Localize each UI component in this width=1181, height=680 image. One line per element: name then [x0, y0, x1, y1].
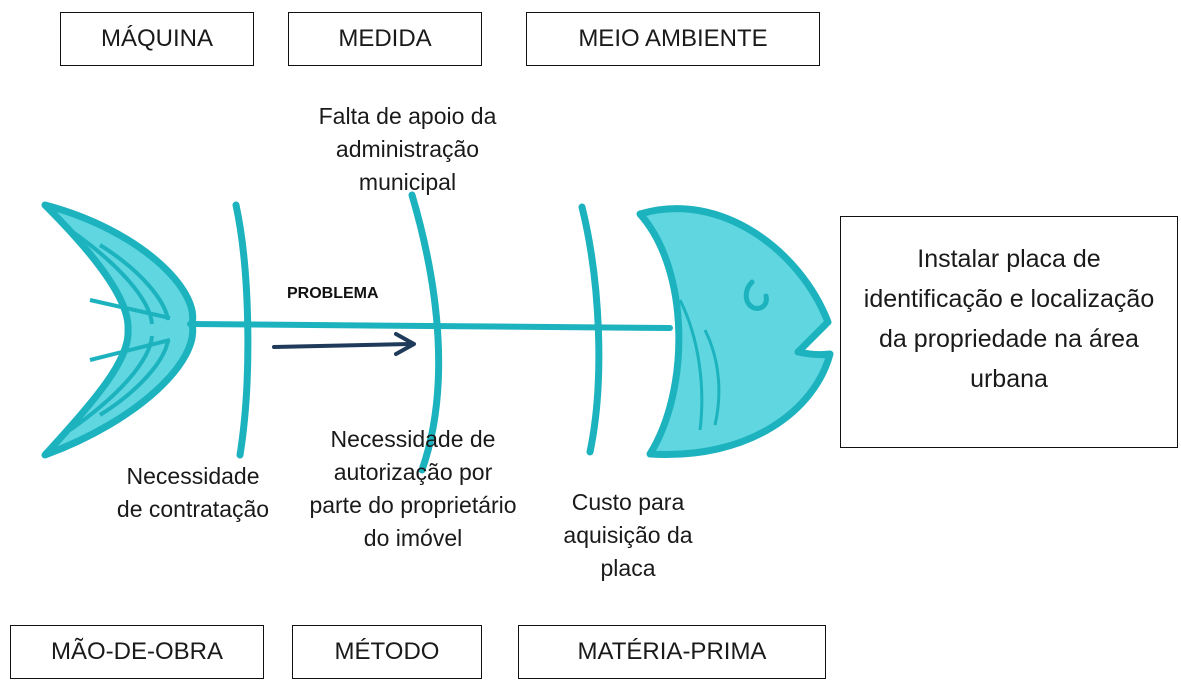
fish-rib [408, 191, 443, 474]
fish-rib [232, 201, 252, 459]
fish-head [636, 205, 834, 458]
fish-tail-line [98, 339, 170, 417]
category-maquina: MÁQUINA [60, 12, 254, 66]
category-meio-ambiente: MEIO AMBIENTE [526, 12, 820, 66]
category-metodo: MÉTODO [292, 625, 482, 679]
category-mao-de-obra: MÃO-DE-OBRA [10, 625, 264, 679]
fish-tail [41, 201, 197, 459]
category-medida: MEDIDA [288, 12, 482, 66]
category-materia-prima: MATÉRIA-PRIMA [518, 625, 826, 679]
problem-label: PROBLEMA [287, 285, 379, 302]
category-maquina-label: MÁQUINA [100, 25, 213, 52]
fish-rib [578, 203, 603, 456]
fish-tail-line [89, 298, 171, 320]
fish-spine [187, 321, 673, 331]
fish-gill [703, 329, 721, 426]
problem-arrow [272, 342, 412, 349]
fish-eye [743, 279, 769, 311]
cause-materia-prima: Custo para aquisição da placa [563, 489, 693, 581]
category-materia-prima-label: MATÉRIA-PRIMA [577, 638, 767, 665]
effect-text: Instalar placa de identificação e locali… [863, 245, 1155, 393]
category-metodo-label: MÉTODO [334, 638, 440, 665]
category-meio-ambiente-label: MEIO AMBIENTE [578, 25, 768, 52]
fish-tail-line [98, 243, 170, 321]
category-mao-de-obra-label: MÃO-DE-OBRA [50, 638, 223, 665]
cause-mao-de-obra: Necessidade de contratação [116, 463, 270, 522]
cause-medida: Falta de apoio da administração municipa… [318, 103, 497, 195]
fish-gill [678, 299, 704, 431]
effect-box: Instalar placa de identificação e locali… [840, 216, 1178, 448]
category-medida-label: MEDIDA [338, 25, 432, 52]
cause-metodo: Necessidade de autorização por parte do … [309, 426, 517, 551]
fish-tail-line [89, 338, 171, 362]
problem-arrowhead [394, 332, 416, 356]
